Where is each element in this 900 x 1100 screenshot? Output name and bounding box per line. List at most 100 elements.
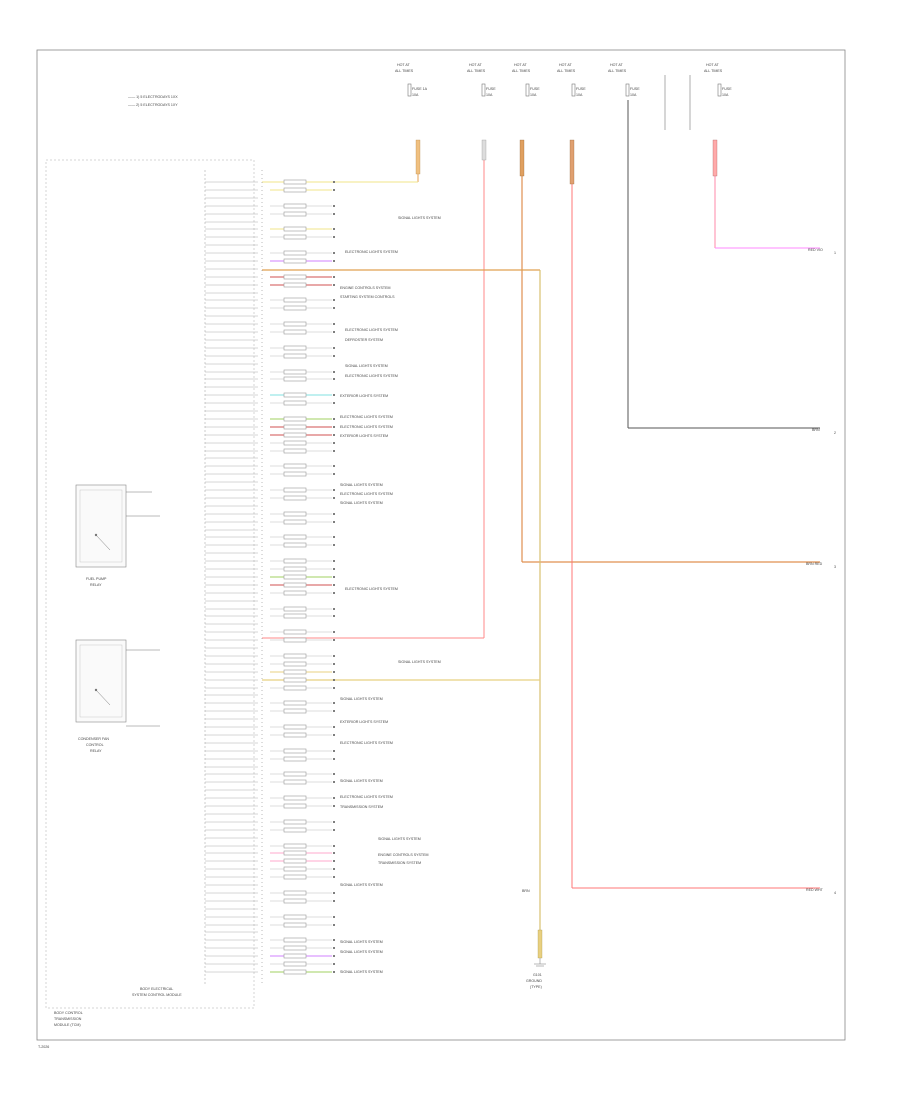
splice-dot <box>333 181 335 183</box>
wire-color-tag <box>283 945 307 951</box>
splice-dot <box>333 608 335 610</box>
module-label-2: SYSTEM CONTROL MODULE <box>132 993 182 997</box>
wire-color-tag <box>283 305 307 311</box>
wire-color-tag <box>283 937 307 943</box>
svg-text:SIGNAL LIGHTS SYSTEM: SIGNAL LIGHTS SYSTEM <box>345 364 388 368</box>
svg-text:ELECTRONIC LIGHTS SYSTEM: ELECTRONIC LIGHTS SYSTEM <box>340 425 393 429</box>
svg-text:ENGINE CONTROLS SYSTEM: ENGINE CONTROLS SYSTEM <box>378 853 429 857</box>
wire-color-tag <box>283 495 307 501</box>
wire-color-tag <box>283 487 307 493</box>
pin-rows <box>205 179 335 975</box>
svg-text:FUSE: FUSE <box>576 87 586 91</box>
svg-text:ELECTRONIC LIGHTS SYSTEM: ELECTRONIC LIGHTS SYSTEM <box>345 374 398 378</box>
ground-g101: BRN G101 GROUND (TYPE) <box>522 889 546 989</box>
right-outputs: RED VIO 1 BRN 2 BRN RED 3 RED WHT 4 <box>806 248 836 895</box>
fuse-4: HOT AT ALL TIMES FUSE 10A <box>557 63 586 97</box>
wire-color-tag <box>283 827 307 833</box>
svg-text:ELECTRONIC LIGHTS SYSTEM: ELECTRONIC LIGHTS SYSTEM <box>345 587 398 591</box>
splice-dot <box>333 860 335 862</box>
splice-dot <box>333 631 335 633</box>
svg-text:ALL TIMES: ALL TIMES <box>704 69 723 73</box>
wire-color-tag <box>283 843 307 849</box>
splice-dot <box>333 544 335 546</box>
splice-dot <box>333 892 335 894</box>
splice-dot <box>333 679 335 681</box>
svg-text:10A: 10A <box>722 93 729 97</box>
svg-text:EXTERIOR LIGHTS SYSTEM: EXTERIOR LIGHTS SYSTEM <box>340 394 388 398</box>
wire-color-tag <box>283 226 307 232</box>
wire-color-tag <box>283 771 307 777</box>
wires <box>262 100 820 959</box>
splice-dot <box>333 489 335 491</box>
relay-1-name2: RELAY <box>90 583 102 587</box>
wire-color-tag <box>283 677 307 683</box>
svg-text:TRANSMISSION SYSTEM: TRANSMISSION SYSTEM <box>340 805 383 809</box>
splice-dot <box>333 576 335 578</box>
svg-text:ELECTRONIC LIGHTS SYSTEM: ELECTRONIC LIGHTS SYSTEM <box>345 328 398 332</box>
splice-dot <box>333 497 335 499</box>
svg-text:HOT AT: HOT AT <box>559 63 572 67</box>
svg-text:EXTERIOR LIGHTS SYSTEM: EXTERIOR LIGHTS SYSTEM <box>340 434 388 438</box>
wire-color-tag <box>283 574 307 580</box>
wire-color-tag <box>283 953 307 959</box>
splice-dot <box>333 394 335 396</box>
wire-color-tag <box>283 376 307 382</box>
wire-color-tag <box>283 211 307 217</box>
wire-color-tag <box>283 669 307 675</box>
svg-text:STARTING SYSTEM CONTROLS: STARTING SYSTEM CONTROLS <box>340 295 395 299</box>
wire-color-tag <box>283 566 307 572</box>
svg-text:SIGNAL LIGHTS SYSTEM: SIGNAL LIGHTS SYSTEM <box>340 950 383 954</box>
wire-color-tag <box>283 803 307 809</box>
relay-2-name3: RELAY <box>90 749 102 753</box>
wire-color-tag <box>283 519 307 525</box>
splice-dot <box>333 726 335 728</box>
output-3-wire: BRN RED <box>806 562 823 566</box>
wire-color-tag <box>283 448 307 454</box>
wire-color-tag <box>283 637 307 643</box>
splice-dot <box>333 442 335 444</box>
module-body <box>45 159 255 1009</box>
wire-color-tag <box>283 708 307 714</box>
svg-text:10A: 10A <box>412 93 419 97</box>
svg-text:10A: 10A <box>486 93 493 97</box>
svg-text:DEFROSTER SYSTEM: DEFROSTER SYSTEM <box>345 338 383 342</box>
splice-dot <box>333 900 335 902</box>
wire-color-tag <box>283 961 307 967</box>
svg-text:FUSE: FUSE <box>630 87 640 91</box>
wire-color-tag <box>283 321 307 327</box>
splice-dot <box>333 189 335 191</box>
splice-dot <box>333 252 335 254</box>
splice-dot <box>333 758 335 760</box>
splice-dot <box>333 955 335 957</box>
output-1-wire: RED VIO <box>808 248 823 252</box>
wire-color-tag <box>283 542 307 548</box>
splice-dot <box>333 513 335 515</box>
splice-dot <box>333 663 335 665</box>
wire-color-tag <box>283 234 307 240</box>
svg-text:EXTERIOR LIGHTS SYSTEM: EXTERIOR LIGHTS SYSTEM <box>340 720 388 724</box>
svg-text:3: 3 <box>834 565 836 569</box>
splice-dot <box>333 821 335 823</box>
splice-dot <box>333 473 335 475</box>
wire-color-tag <box>283 724 307 730</box>
svg-text:ELECTRONIC LIGHTS SYSTEM: ELECTRONIC LIGHTS SYSTEM <box>340 415 393 419</box>
splice-dot <box>333 963 335 965</box>
relay-condenser-fan: CONDENSER FAN CONTROL RELAY <box>75 639 160 753</box>
wire-color-tag <box>283 613 307 619</box>
splice-dot <box>333 450 335 452</box>
svg-text:SIGNAL LIGHTS SYSTEM: SIGNAL LIGHTS SYSTEM <box>340 501 383 505</box>
svg-text:SIGNAL LIGHTS SYSTEM: SIGNAL LIGHTS SYSTEM <box>378 837 421 841</box>
splice-dot <box>333 426 335 428</box>
wire-color-tag <box>283 922 307 928</box>
module-label-1: BODY ELECTRICAL <box>140 987 173 991</box>
svg-text:FUSE: FUSE <box>530 87 540 91</box>
wire-color-tag <box>283 685 307 691</box>
wire-color-tag <box>283 748 307 754</box>
svg-text:SIGNAL LIGHTS SYSTEM: SIGNAL LIGHTS SYSTEM <box>340 483 383 487</box>
splice-dot <box>333 236 335 238</box>
relay-2-name2: CONTROL <box>86 743 104 747</box>
svg-text:4: 4 <box>834 891 836 895</box>
svg-text:ELECTRONIC LIGHTS SYSTEM: ELECTRONIC LIGHTS SYSTEM <box>345 250 398 254</box>
svg-text:FUSE: FUSE <box>722 87 732 91</box>
wire-color-tag <box>283 282 307 288</box>
